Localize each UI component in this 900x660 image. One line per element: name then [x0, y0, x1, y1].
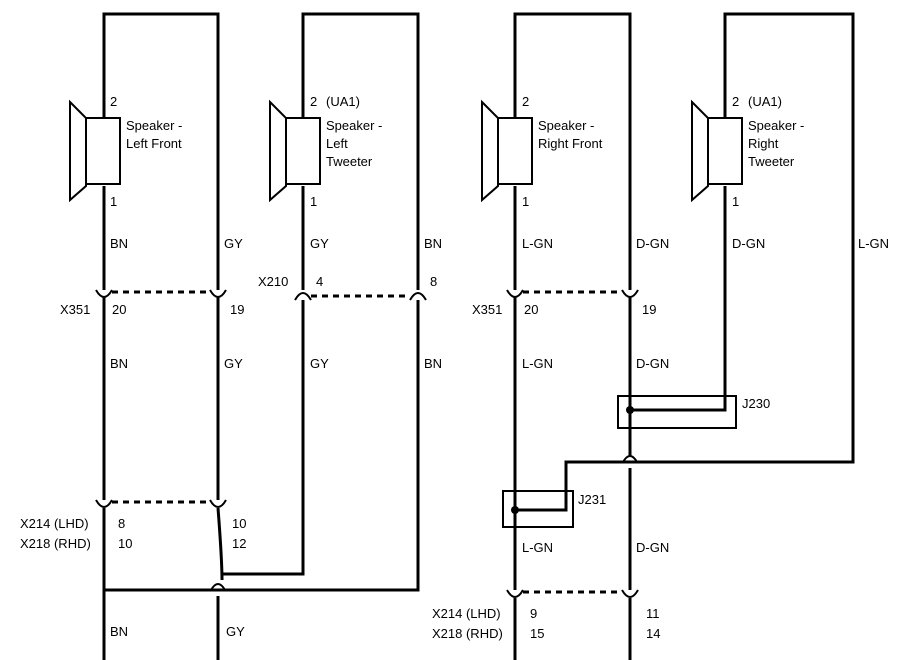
- connector-pin: 15: [530, 626, 544, 641]
- pin-left-tweeter-bottom: 1: [310, 194, 317, 209]
- connector-pin: 4: [316, 274, 323, 289]
- pin-left-front-top: 2: [110, 94, 117, 109]
- wire-label: L-GN: [522, 236, 553, 251]
- speaker-left-tweeter-name-2: Left: [326, 136, 348, 151]
- connector-x214-right: [506, 589, 639, 598]
- wire-label: L-GN: [522, 540, 553, 555]
- speaker-right-front-name-2: Right Front: [538, 136, 603, 151]
- splice-j231-box: [502, 490, 574, 528]
- speaker-right-tweeter-name-2: Right: [748, 136, 779, 151]
- wire-label: BN: [424, 356, 442, 371]
- connector-name-rhd: X218 (RHD): [432, 626, 503, 641]
- wire-gy-tweeter-mid: [222, 300, 305, 576]
- wire-label: BN: [110, 236, 128, 251]
- wire-label: D-GN: [636, 356, 669, 371]
- wire-loop-right-tweeter: [564, 12, 855, 500]
- wire-label: L-GN: [858, 236, 889, 251]
- wire-label: D-GN: [732, 236, 765, 251]
- connector-name-lhd: X214 (LHD): [432, 606, 501, 621]
- connector-pin: 10: [232, 516, 246, 531]
- pin-right-tweeter-top: 2: [732, 94, 739, 109]
- connector-name: X351: [472, 302, 502, 317]
- connector-pin: 10: [118, 536, 132, 551]
- splice-j230-dot: [626, 406, 634, 414]
- wire-right-tweeter-dgn: [630, 186, 727, 412]
- wire-label: BN: [424, 236, 442, 251]
- connector-name: X210: [258, 274, 288, 289]
- wire-crossover-dgn: [622, 455, 638, 463]
- speaker-right-front-icon: [481, 99, 533, 203]
- connector-x351-left: [95, 289, 227, 298]
- wire-label: BN: [110, 624, 128, 639]
- connector-pin: 12: [232, 536, 246, 551]
- wire-loop-left-front: [102, 12, 220, 290]
- wire-loop-left-tweeter: [301, 12, 420, 290]
- wire-loop-right-front: [513, 12, 632, 290]
- splice-j230-label: J230: [742, 396, 770, 411]
- wire-label: GY: [226, 624, 245, 639]
- connector-pin: 19: [230, 302, 244, 317]
- speaker-left-front-name-2: Left Front: [126, 136, 182, 151]
- wire-bn-tweeter-mid: [104, 300, 420, 592]
- connector-pin: 8: [118, 516, 125, 531]
- connector-x214-left: [95, 499, 227, 508]
- speaker-left-front-icon: [69, 99, 121, 203]
- tag-left-tweeter: (UA1): [326, 94, 360, 109]
- speaker-right-front-name-1: Speaker -: [538, 118, 594, 133]
- wire-label: GY: [224, 356, 243, 371]
- connector-pin: 20: [112, 302, 126, 317]
- tag-right-tweeter: (UA1): [748, 94, 782, 109]
- splice-j231-label: J231: [578, 492, 606, 507]
- wire-label: GY: [224, 236, 243, 251]
- connector-pin: 11: [646, 606, 660, 621]
- splice-j230-box: [617, 395, 737, 429]
- speaker-right-tweeter-icon: [691, 99, 743, 203]
- pin-right-front-bottom: 1: [522, 194, 529, 209]
- speaker-right-tweeter-name-3: Tweeter: [748, 154, 795, 169]
- connector-pin: 8: [430, 274, 437, 289]
- wire-crossover-gy: [210, 583, 226, 591]
- connector-pin: 9: [530, 606, 537, 621]
- connector-x210: [294, 292, 427, 301]
- wire-label: GY: [310, 356, 329, 371]
- wire-label: L-GN: [522, 356, 553, 371]
- wire-label: BN: [110, 356, 128, 371]
- connector-name-rhd: X218 (RHD): [20, 536, 91, 551]
- wire-gy-bottom: [216, 507, 224, 660]
- wire-j231-link: [515, 500, 568, 512]
- speaker-left-front-name-1: Speaker -: [126, 118, 182, 133]
- pin-left-front-bottom: 1: [110, 194, 117, 209]
- pin-left-tweeter-top: 2: [310, 94, 317, 109]
- connector-name: X351: [60, 302, 90, 317]
- speaker-left-tweeter-icon: [269, 99, 321, 203]
- connector-pin: 14: [646, 626, 660, 641]
- pin-right-front-top: 2: [522, 94, 529, 109]
- pin-right-tweeter-bottom: 1: [732, 194, 739, 209]
- wire-label: GY: [310, 236, 329, 251]
- connector-x351-right: [506, 289, 639, 298]
- wire-label: D-GN: [636, 236, 669, 251]
- connector-name-lhd: X214 (LHD): [20, 516, 89, 531]
- speaker-left-tweeter-name-1: Speaker -: [326, 118, 382, 133]
- wire-label: D-GN: [636, 540, 669, 555]
- speaker-left-tweeter-name-3: Tweeter: [326, 154, 373, 169]
- speaker-right-tweeter-name-1: Speaker -: [748, 118, 804, 133]
- connector-pin: 20: [524, 302, 538, 317]
- connector-pin: 19: [642, 302, 656, 317]
